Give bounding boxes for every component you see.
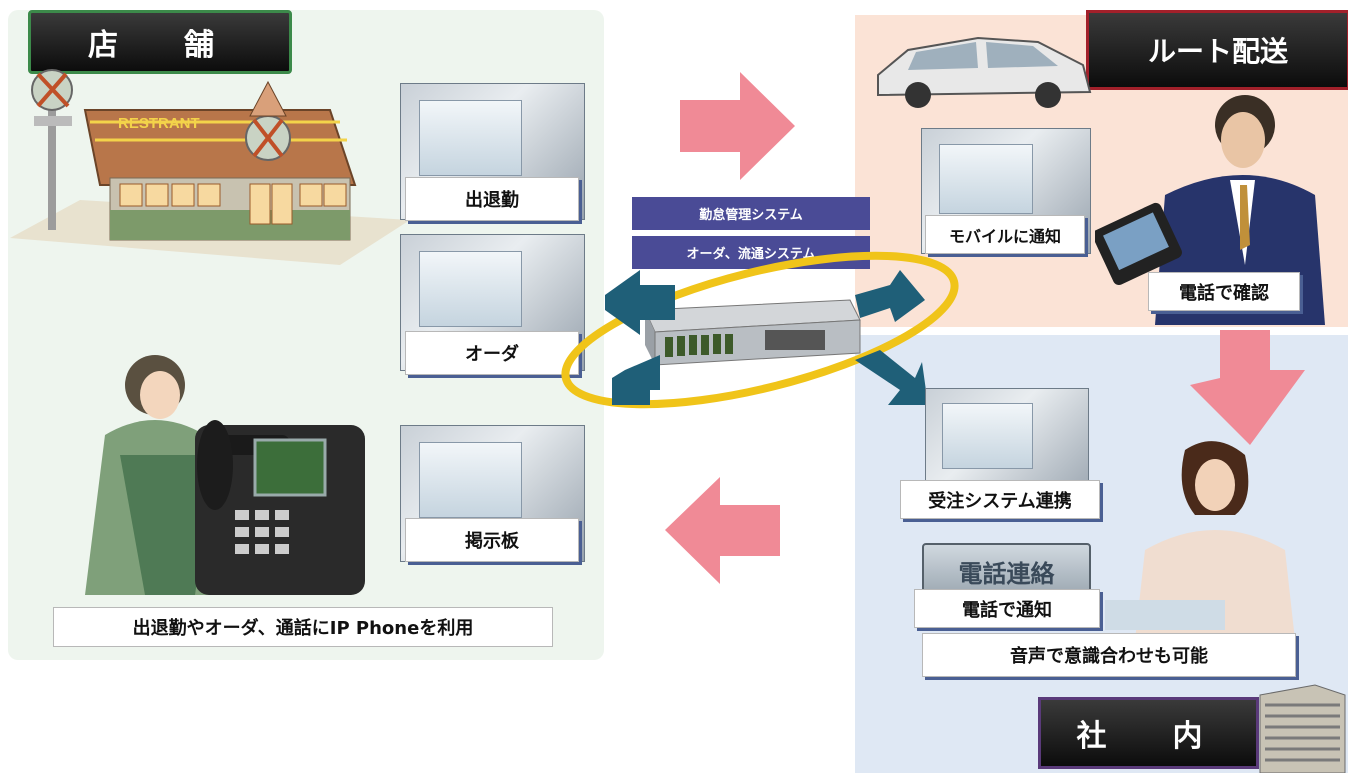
restaurant-sign: RESTRANT <box>118 115 200 132</box>
phone-confirm-label: 電話で確認 <box>1148 272 1300 311</box>
attendance-system-label: 勤怠管理システム <box>632 197 870 230</box>
route-title: ルート配送 <box>1086 10 1348 90</box>
from-office-pink-arrow <box>665 477 780 584</box>
staff-ip-phone-illustration <box>85 355 365 595</box>
to-route-pink-arrow <box>680 72 795 180</box>
voice-alignment-label: 音声で意識合わせも可能 <box>922 633 1296 677</box>
restaurant-illustration: RESTRANT <box>10 69 410 265</box>
order-system-label: 受注システム連携 <box>900 480 1100 519</box>
order-distribution-system-label: オーダ、流通システム <box>632 236 870 269</box>
from-store-teal-arrow <box>605 270 675 335</box>
office-building-icon <box>1259 684 1346 773</box>
to-office-teal-arrow <box>855 350 928 405</box>
network-hub-diagram <box>561 72 959 584</box>
to-route-teal-arrow <box>855 270 925 322</box>
operator-illustration <box>1105 441 1295 640</box>
store-title: 店 舗 <box>28 10 292 74</box>
phone-notify-label: 電話で通知 <box>914 589 1100 628</box>
to-store-teal-arrow <box>612 355 660 405</box>
attendance-label: 出退勤 <box>405 177 579 221</box>
delivery-car-illustration <box>877 36 1092 108</box>
order-label: オーダ <box>405 331 579 375</box>
mobile-notify-label: モバイルに通知 <box>925 215 1085 254</box>
store-caption: 出退勤やオーダ、通話にIP Phoneを利用 <box>53 607 553 647</box>
route-to-office-pink-arrow <box>1190 330 1305 445</box>
phone-contact-button-text: 電話連絡 <box>958 559 1055 588</box>
office-title: 社 内 <box>1038 697 1259 769</box>
server-icon <box>644 299 861 366</box>
network-ring <box>561 251 959 409</box>
bulletin-label: 掲示板 <box>405 518 579 562</box>
